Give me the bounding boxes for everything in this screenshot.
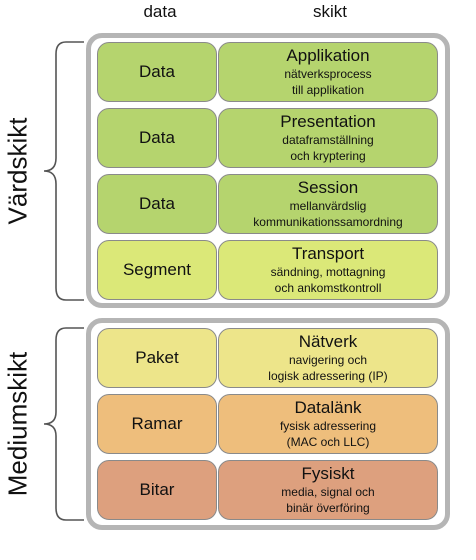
media-brace [43, 327, 84, 521]
layer-network: Nätverk navigering och logisk adresserin… [218, 328, 438, 388]
data-unit-session: Data [97, 174, 217, 234]
layer-title: Transport [291, 244, 365, 263]
data-unit-label: Segment [122, 260, 192, 279]
layer-description-line: logisk adressering (IP) [268, 369, 388, 383]
data-unit-network: Paket [97, 328, 217, 388]
data-unit-physical: Bitar [97, 460, 217, 520]
layer-description-line: nätverksprocess [284, 67, 372, 81]
layer-description-line: fysisk adressering [279, 419, 377, 433]
layer-application: Applikation nätverksprocess till applika… [218, 42, 438, 102]
data-unit-label: Ramar [131, 414, 183, 433]
column-header-data: data [143, 2, 177, 21]
layer-title: Applikation [286, 46, 370, 65]
layer-title: Datalänk [294, 398, 362, 417]
media-layers-label: Mediumskikt [2, 351, 33, 497]
layer-description-line: och ankomstkontroll [274, 281, 382, 295]
data-unit-application: Data [97, 42, 217, 102]
layer-description-line: mellanvärdslig [289, 199, 367, 213]
data-unit-label: Data [139, 194, 175, 213]
data-unit-label: Bitar [139, 480, 175, 499]
layer-presentation: Presentation dataframställning och krypt… [218, 108, 438, 168]
layer-datalink: Datalänk fysisk adressering (MAC och LLC… [218, 394, 438, 454]
layer-title: Nätverk [298, 332, 358, 351]
host-brace [43, 41, 84, 301]
data-unit-label: Data [139, 128, 175, 147]
layer-description-line: kommunikationssamordning [253, 215, 403, 229]
layer-title: Presentation [280, 112, 376, 131]
layer-session: Session mellanvärdslig kommunikationssam… [218, 174, 438, 234]
layer-description-line: (MAC och LLC) [286, 435, 370, 449]
data-unit-transport: Segment [97, 240, 217, 300]
layer-description-line: binär överföring [286, 501, 370, 515]
host-layers-label: Värdskikt [2, 117, 33, 225]
layer-description-line: sändning, mottagning [270, 265, 386, 279]
layer-physical: Fysiskt media, signal och binär överföri… [218, 460, 438, 520]
column-header-layer: skikt [313, 2, 347, 21]
data-unit-datalink: Ramar [97, 394, 217, 454]
layer-description-line: till applikation [291, 83, 365, 97]
layer-description-line: dataframställning [282, 133, 374, 147]
layer-description-line: navigering och [288, 353, 368, 367]
data-unit-label: Data [139, 62, 175, 81]
layer-description-line: och kryptering [290, 149, 366, 163]
layer-title: Fysiskt [301, 464, 355, 483]
layer-description-line: media, signal och [281, 485, 375, 499]
data-unit-label: Paket [135, 348, 179, 367]
layer-title: Session [297, 178, 359, 197]
layer-transport: Transport sändning, mottagning och ankom… [218, 240, 438, 300]
data-unit-presentation: Data [97, 108, 217, 168]
